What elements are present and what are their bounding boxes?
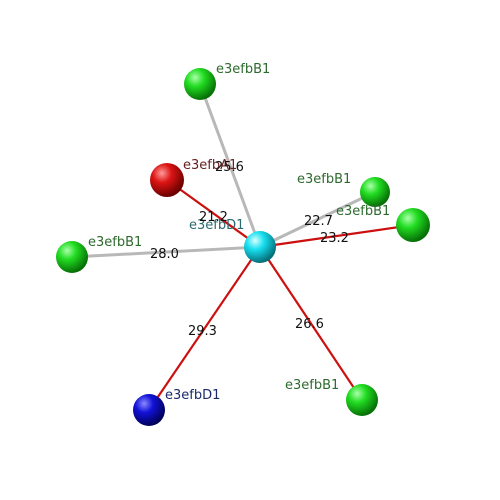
bond-n6 [147,245,262,412]
distance-label-layer: 25.6 21.2 22.7 23.2 28.0 29.3 26.6 [150,160,349,339]
bond-n3 [258,190,377,249]
atom-label-n7: e3efbB1 [285,378,339,393]
atom-label-n1: e3efbB1 [216,62,270,77]
atom-n3 [360,177,390,207]
bond-n1 [198,82,262,249]
bond-n7 [258,245,364,402]
atom-label-n2: e3efbA1 [183,158,237,173]
atom-layer [56,68,430,426]
atom-n7 [346,384,378,416]
bond-n2 [165,178,262,249]
atom-n6 [133,394,165,426]
distance-label-n1: 25.6 [215,160,244,175]
distance-label-n4: 23.2 [320,231,349,246]
atom-n2 [150,163,184,197]
distance-label-n7: 26.6 [295,317,324,332]
distance-label-n2: 21.2 [199,210,228,225]
bond-n4 [258,223,415,249]
atom-label-center: e3efbD1 [189,218,244,233]
atom-center [244,231,276,263]
bond-layer [70,82,415,412]
atom-label-n3: e3efbB1 [297,172,351,187]
atom-n1 [184,68,216,100]
atom-label-n4: e3efbB1 [336,204,390,219]
bond-n5 [70,245,262,259]
atom-n4 [396,208,430,242]
distance-label-n5: 28.0 [150,247,179,262]
atom-label-n6: e3efbD1 [165,388,220,403]
atom-n5 [56,241,88,273]
atom-label-n5: e3efbB1 [88,235,142,250]
distance-label-n3: 22.7 [304,214,333,229]
distance-label-n6: 29.3 [188,324,217,339]
atom-label-layer: e3efbB1 e3efbA1 e3efbB1 e3efbB1 e3efbB1 … [88,62,390,403]
